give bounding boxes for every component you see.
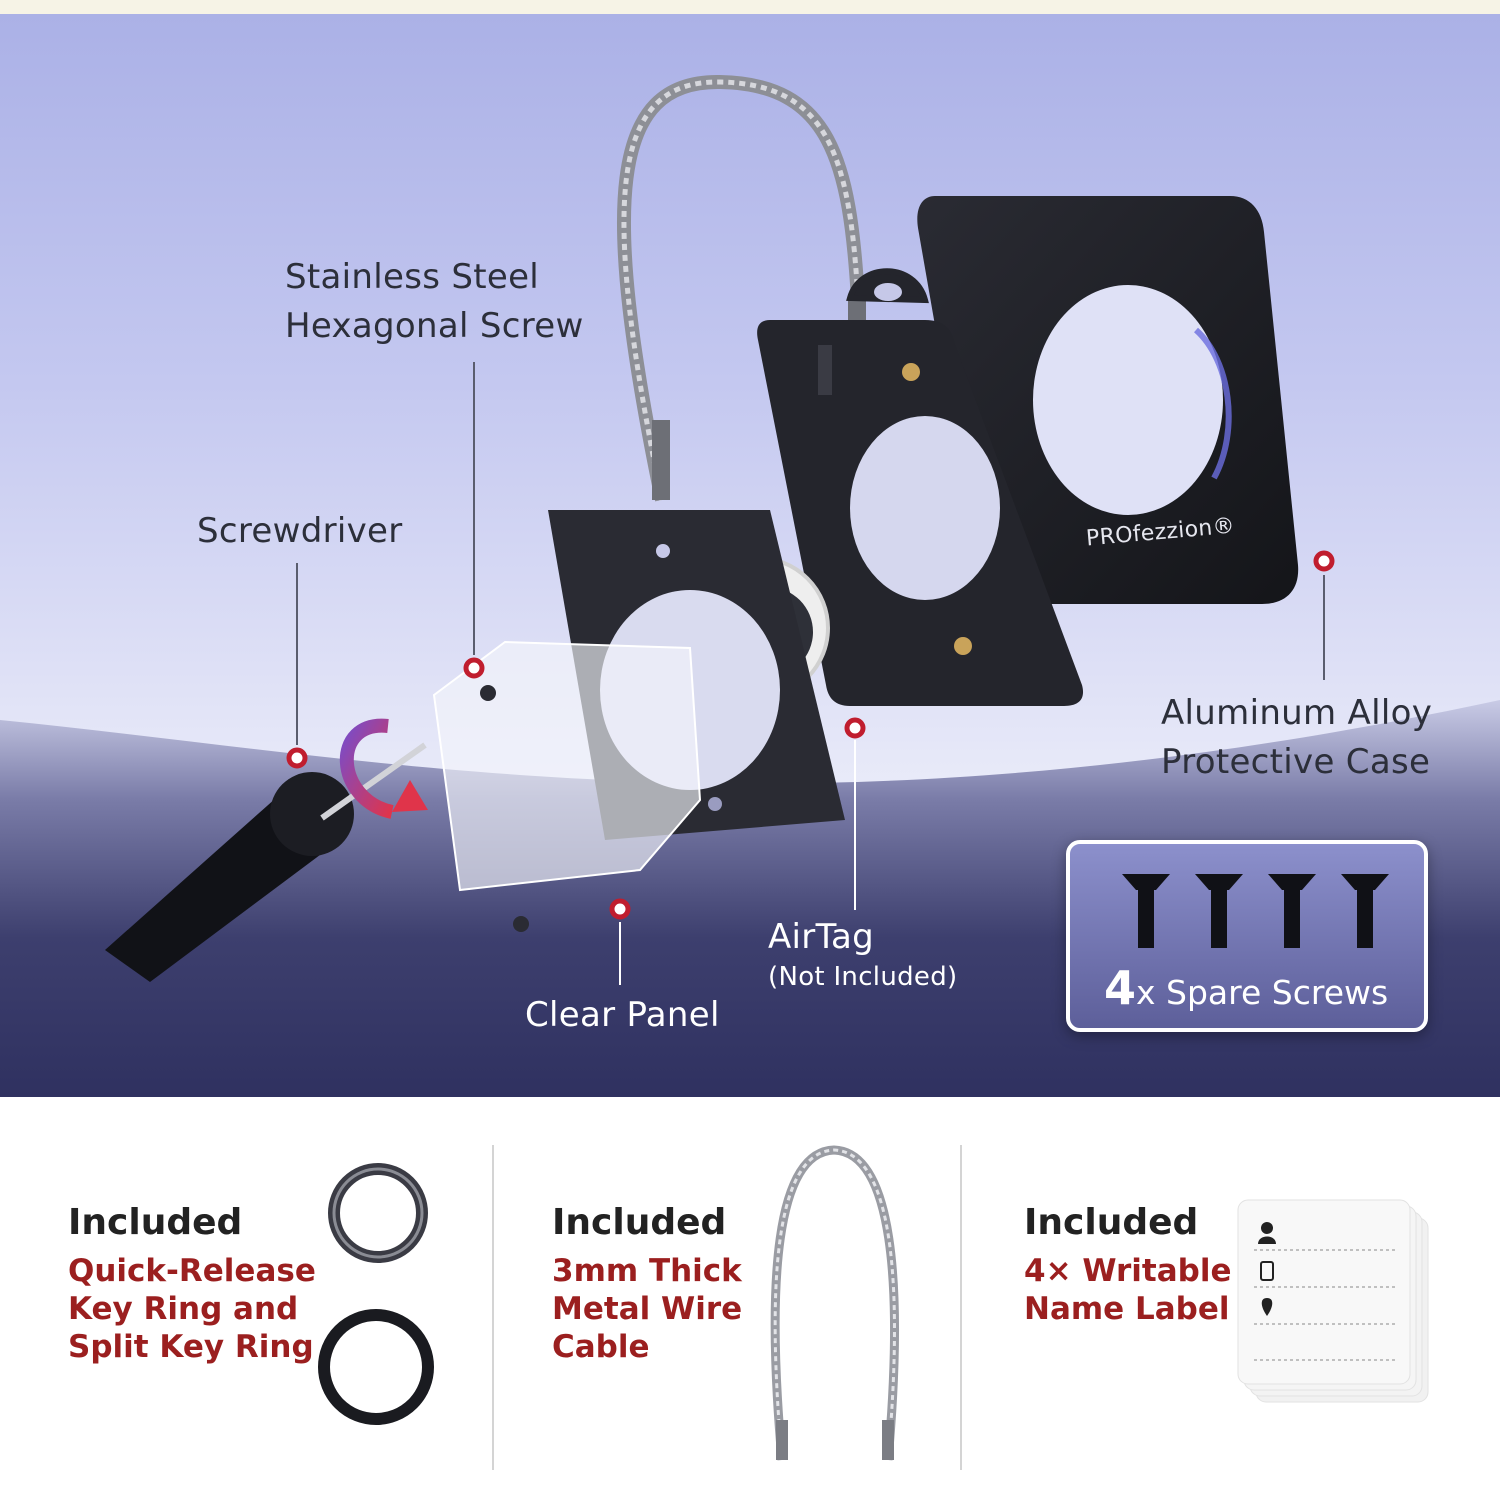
spare-text: x Spare Screws bbox=[1136, 973, 1389, 1012]
case-marker bbox=[1313, 550, 1335, 572]
screw-marker bbox=[463, 657, 485, 679]
person-icon bbox=[1258, 1222, 1276, 1244]
spare-screws-box: 4x Spare Screws bbox=[1066, 840, 1428, 1032]
divider-2 bbox=[960, 1145, 962, 1470]
brass-screw-bottom bbox=[954, 637, 972, 655]
screw-icon bbox=[1122, 874, 1170, 948]
spare-count: 4 bbox=[1104, 961, 1137, 1015]
included-desc-1: Quick-Release Key Ring and Split Key Rin… bbox=[68, 1253, 316, 1365]
included-title-3: Included bbox=[1024, 1202, 1199, 1243]
clear-panel bbox=[432, 640, 702, 892]
airtag-label: AirTag bbox=[768, 917, 875, 957]
screw-icon bbox=[1341, 874, 1389, 948]
name-label-card bbox=[1237, 1199, 1411, 1385]
included-title-1: Included bbox=[68, 1202, 243, 1243]
included-desc-3: 4× Writable Name Label bbox=[1024, 1253, 1232, 1327]
included-desc-2: 3mm Thick Metal Wire Cable bbox=[552, 1253, 743, 1365]
spare-screws-label: 4x Spare Screws bbox=[1104, 964, 1388, 1017]
key-rings-illustration bbox=[318, 1163, 434, 1425]
airtag-marker bbox=[844, 717, 866, 739]
clear-panel-label: Clear Panel bbox=[525, 995, 720, 1035]
case-label-line1: Aluminum Alloy bbox=[1161, 693, 1433, 733]
rotate-arrow bbox=[339, 718, 394, 819]
product-hero: PROfezzion® Stainless Steel Hexagonal Sc… bbox=[0, 0, 1500, 1097]
divider-1 bbox=[492, 1145, 494, 1470]
screwdriver-marker bbox=[286, 747, 308, 769]
screwdriver-bit bbox=[320, 742, 427, 821]
included-title-2: Included bbox=[552, 1202, 727, 1243]
phone-icon bbox=[1260, 1261, 1274, 1281]
airtag-note: (Not Included) bbox=[768, 962, 958, 992]
screwdriver-knob bbox=[270, 772, 354, 856]
top-strip bbox=[0, 0, 1500, 14]
brass-screw-top bbox=[902, 363, 920, 381]
steel-cable-twist bbox=[621, 79, 861, 501]
name-labels-illustration bbox=[1237, 1199, 1429, 1403]
spare-screws-illustration bbox=[1122, 874, 1389, 948]
panel-marker bbox=[609, 898, 631, 920]
case-label-line2: Protective Case bbox=[1161, 742, 1431, 782]
screw-label-line1: Stainless Steel bbox=[285, 257, 540, 297]
screwdriver-label: Screwdriver bbox=[197, 511, 403, 551]
case-window bbox=[1033, 285, 1223, 515]
wire-cable-illustration bbox=[770, 1145, 899, 1461]
screw-icon bbox=[1195, 874, 1243, 948]
frame-window bbox=[850, 416, 1000, 600]
cable-crimp-left bbox=[652, 420, 670, 500]
split-key-ring-icon bbox=[318, 1309, 434, 1425]
wire-cable-icon bbox=[770, 1145, 899, 1461]
screw-label-line2: Hexagonal Screw bbox=[285, 306, 584, 346]
location-icon bbox=[1261, 1298, 1273, 1316]
screw-icon bbox=[1268, 874, 1316, 948]
